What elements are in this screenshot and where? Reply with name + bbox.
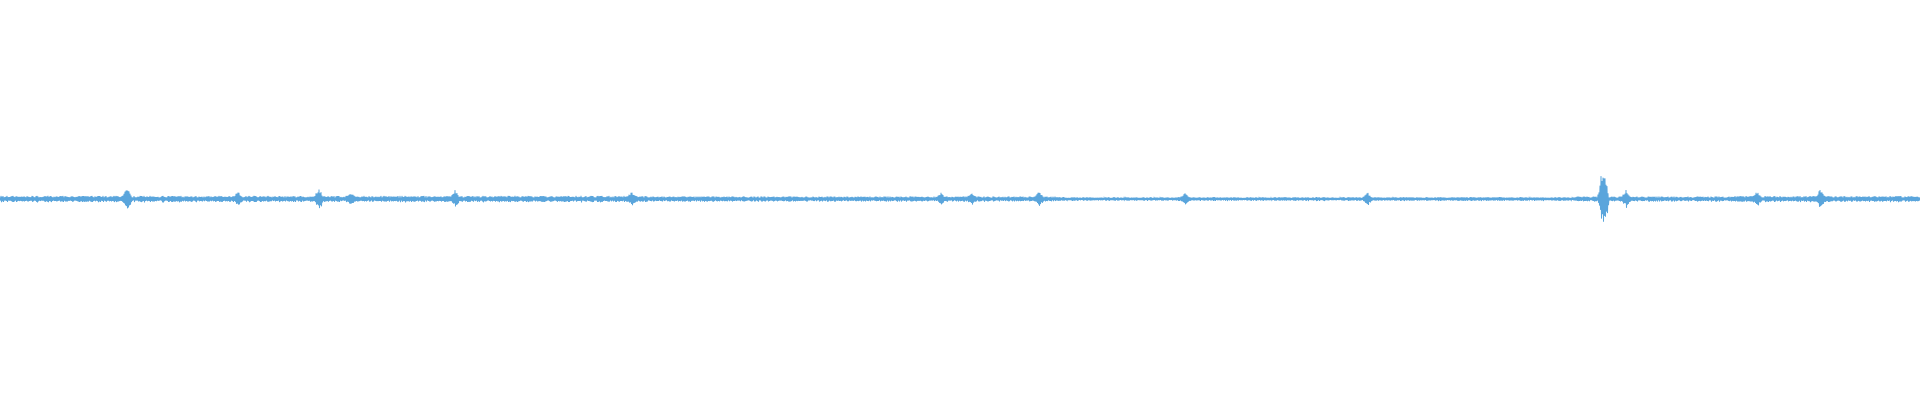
waveform-trace xyxy=(0,176,1920,222)
